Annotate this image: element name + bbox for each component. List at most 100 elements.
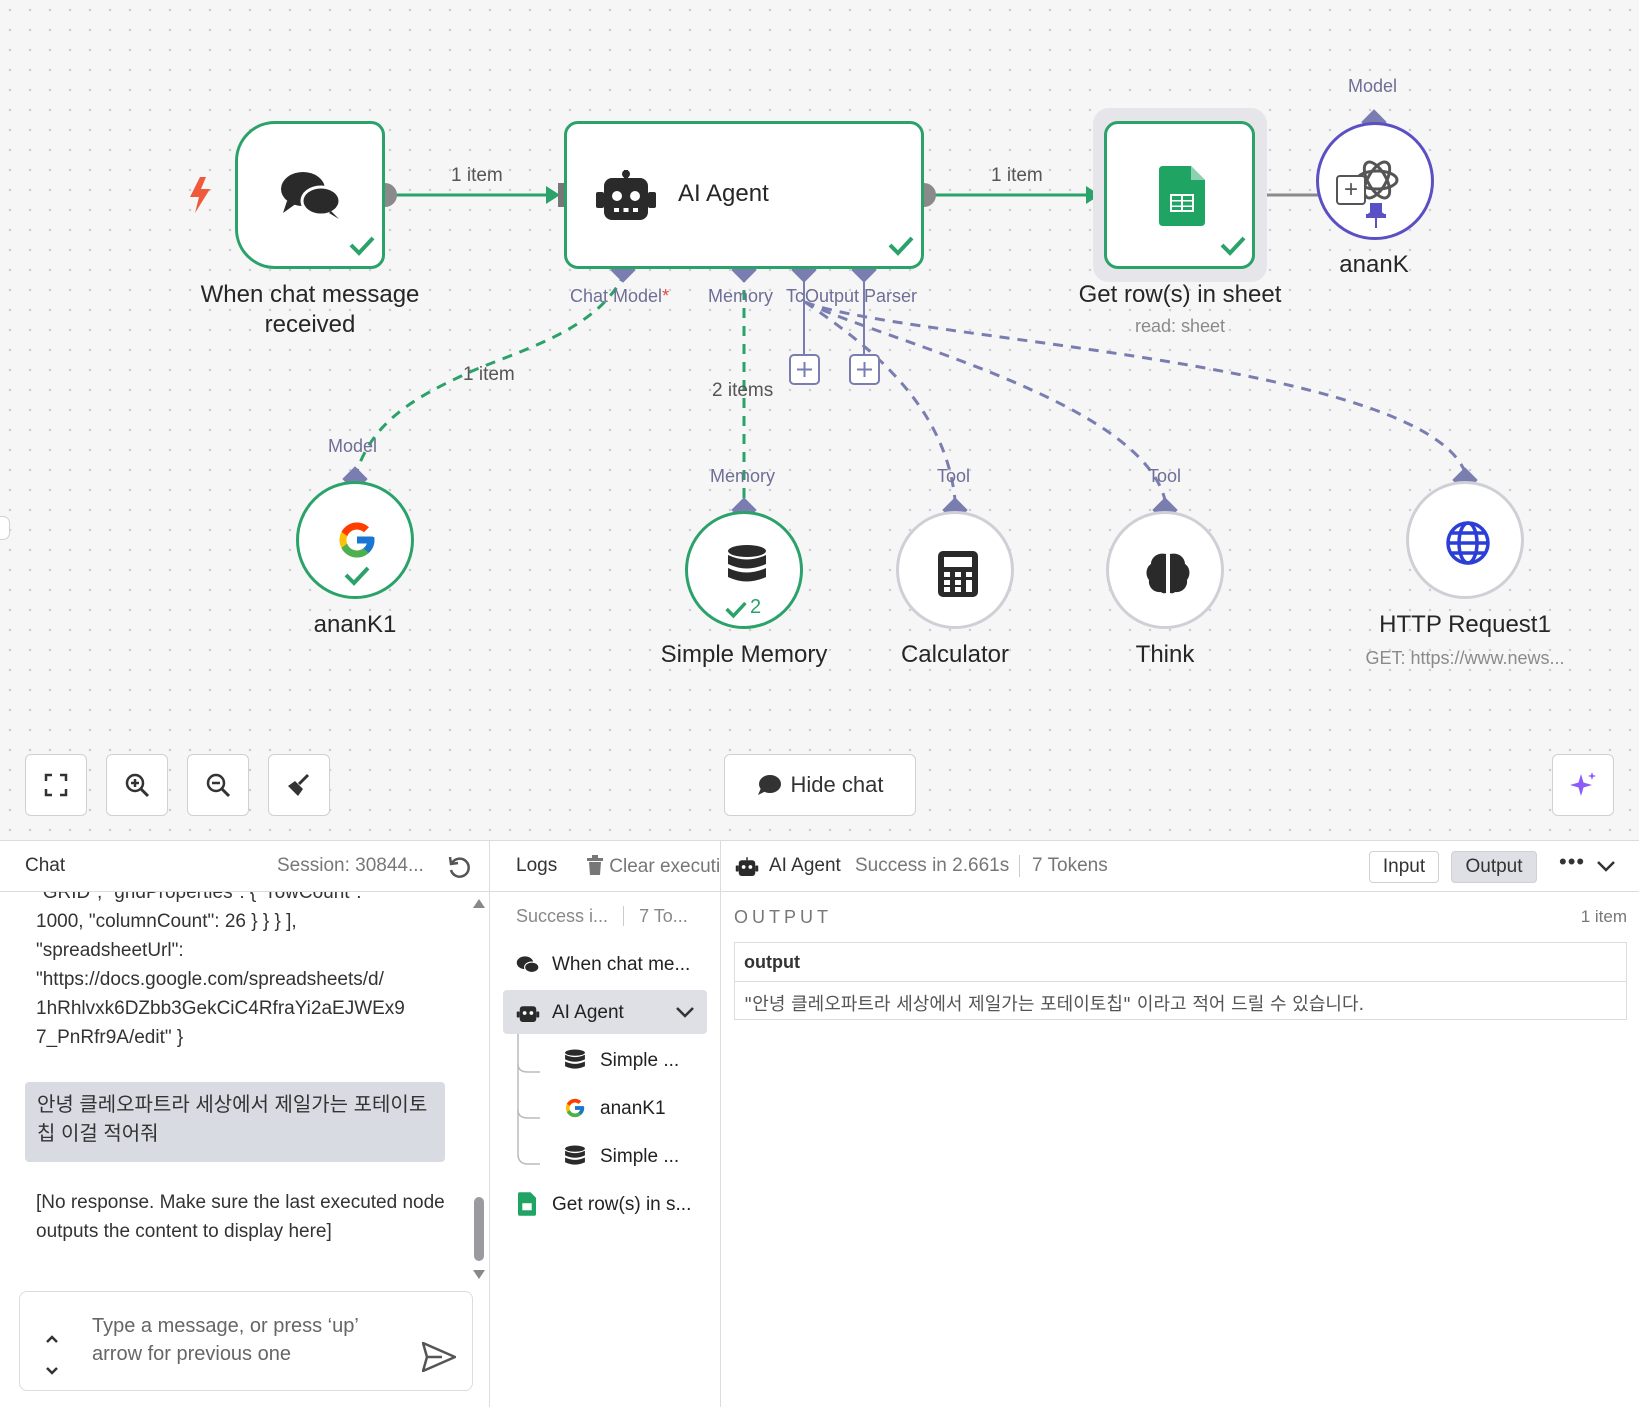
chat-scrollbar[interactable] (472, 899, 486, 1279)
hide-chat-label: Hide chat (790, 772, 884, 797)
chat-messages[interactable]: "GRID", "gridProperties": { "rowCount": … (0, 892, 470, 1272)
session-id: Session: 30844... (277, 855, 424, 876)
node-simple-memory[interactable]: 2 (685, 511, 803, 629)
success-check-icon (349, 236, 375, 256)
log-item-trigger[interactable]: When chat me... (490, 942, 721, 986)
log-item-label: Get row(s) in s... (552, 1194, 692, 1215)
edge-tool-think[interactable] (804, 300, 1167, 501)
output-pane: AI Agent Success in 2.661s 7 Tokens Inpu… (721, 841, 1639, 1407)
bottom-panel: Chat Session: 30844... "GRID", "gridProp… (0, 840, 1639, 1407)
brain-icon (1146, 553, 1190, 594)
chevron-down-icon[interactable] (1596, 860, 1616, 872)
chat-bubble-icon (757, 775, 781, 795)
log-item-anank1[interactable]: ananK1 (490, 1086, 721, 1130)
google-sheets-icon (1159, 166, 1205, 226)
google-icon (565, 1098, 585, 1118)
output-table: output "안녕 클레오파트라 세상에서 제일가는 포테이토칩" 이라고 적… (734, 942, 1627, 1020)
ai-assistant-button[interactable] (1552, 754, 1614, 816)
node-chat-trigger[interactable] (235, 121, 385, 269)
output-status: Success in 2.661s (855, 855, 1010, 876)
edge-model-anank1[interactable] (353, 271, 627, 479)
node-google-sheets[interactable] (1104, 121, 1255, 269)
edge-label: 2 items (712, 380, 774, 401)
output-section-label: OUTPUT (734, 907, 832, 927)
chat-header: Chat Session: 30844... (0, 841, 489, 892)
logs-summary: Success i... 7 To... (516, 906, 688, 927)
database-icon (728, 545, 766, 582)
calculator-icon (938, 551, 978, 597)
chevron-down-icon[interactable] (675, 1006, 695, 1018)
log-item-sheets[interactable]: Get row(s) in s... (490, 1182, 721, 1226)
robot-icon (735, 857, 759, 876)
output-tab-button[interactable]: Output (1451, 851, 1537, 883)
hide-chat-button[interactable]: Hide chat (724, 754, 916, 816)
bot-message: [No response. Make sure the last execute… (36, 1192, 445, 1242)
fullscreen-icon (44, 773, 68, 797)
logs-header: Logs Clear executi (490, 841, 720, 892)
chat-message-input[interactable] (90, 1310, 394, 1374)
port-label-tool-in: Tool (1148, 466, 1182, 486)
run-count: 2 (750, 596, 762, 618)
edge-label: 1 item (991, 165, 1043, 186)
node-title: Get row(s) in sheet (1078, 281, 1282, 308)
openai-icon (1355, 160, 1399, 200)
edge-tool-calculator[interactable] (804, 300, 957, 501)
workflow-canvas[interactable]: When chat message received AI Agent (0, 0, 1639, 840)
port-label-tool: Tc (786, 286, 804, 306)
add-tool-button[interactable] (789, 354, 820, 385)
log-item-label: Simple ... (600, 1146, 680, 1167)
refresh-session-icon[interactable] (446, 854, 472, 880)
chat-input-box[interactable] (19, 1291, 473, 1391)
node-openai-model[interactable]: + (1316, 122, 1434, 240)
user-message: 안녕 클레오파트라 세상에서 제일가는 포테이토칩 이걸 적어줘 (25, 1082, 445, 1162)
port-label-chat-model: Chat Model* (570, 286, 670, 306)
table-header: output (735, 943, 1626, 982)
port-label-output-parser: Output Parser (805, 286, 918, 306)
port-label-tool-in: Tool (937, 466, 971, 486)
node-title: ananK (1339, 251, 1409, 278)
history-nav-icon[interactable] (44, 1334, 60, 1376)
input-tab-button[interactable]: Input (1369, 851, 1439, 883)
send-icon[interactable] (422, 1342, 456, 1372)
fit-view-button[interactable] (25, 754, 87, 816)
edge-label: 1 item (451, 165, 503, 186)
database-icon (565, 1145, 585, 1165)
add-parser-button[interactable] (849, 354, 880, 385)
chat-icon (281, 172, 342, 219)
item-count: 1 item (1580, 907, 1627, 926)
node-title: HTTP Request1 (1379, 611, 1551, 638)
zoom-in-button[interactable] (106, 754, 168, 816)
log-item-memory[interactable]: Simple ... (490, 1038, 721, 1082)
node-http-request[interactable] (1406, 481, 1524, 599)
lightning-icon (190, 177, 210, 213)
clear-execution-button[interactable]: Clear executi (586, 855, 720, 878)
log-item-memory-2[interactable]: Simple ... (490, 1134, 721, 1178)
node-think[interactable] (1106, 511, 1224, 629)
input-handle[interactable] (558, 183, 568, 207)
summary-tokens: 7 To... (639, 906, 688, 926)
node-google-model[interactable] (296, 481, 414, 599)
trash-icon (587, 855, 603, 875)
more-options-icon[interactable]: ••• (1559, 849, 1586, 874)
node-subtitle: read: sheet (1134, 316, 1226, 336)
output-node-name: AI Agent (769, 855, 841, 876)
add-icon: + (1336, 175, 1366, 205)
bot-message-json: "GRID", "gridProperties": { "rowCount": … (36, 892, 405, 1048)
log-item-ai-agent[interactable]: AI Agent (503, 990, 707, 1034)
divider (1019, 855, 1020, 877)
node-ai-agent[interactable] (564, 121, 924, 269)
collapse-sidebar-handle[interactable] (0, 516, 10, 540)
tidy-up-button[interactable] (268, 754, 330, 816)
logs-title: Logs (516, 855, 558, 876)
database-icon (565, 1049, 585, 1069)
success-check-icon (344, 566, 370, 586)
zoom-in-icon (125, 773, 150, 798)
zoom-out-button[interactable] (187, 754, 249, 816)
chat-icon (516, 956, 540, 974)
output-header: AI Agent Success in 2.661s 7 Tokens Inpu… (721, 841, 1639, 892)
node-title: Calculator (900, 641, 1010, 668)
chat-title: Chat (25, 855, 66, 876)
table-cell-output[interactable]: "안녕 클레오파트라 세상에서 제일가는 포테이토칩" 이라고 적어 드릴 수 … (744, 994, 1365, 1015)
log-item-label: ananK1 (600, 1098, 666, 1119)
node-calculator[interactable] (896, 511, 1014, 629)
